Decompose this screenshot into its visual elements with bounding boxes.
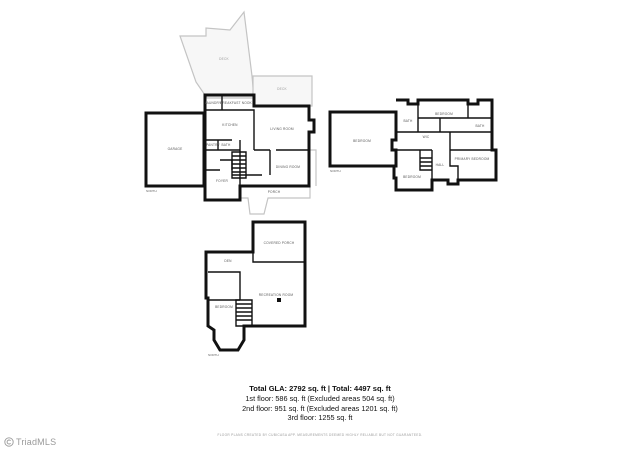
room-label-bedroom-bottom: BEDROOM: [403, 175, 421, 179]
walkway-outline: [204, 149, 317, 198]
room-label-bath-right: BATH: [475, 124, 485, 128]
mls-watermark: TriadMLS: [4, 437, 56, 447]
room-label-dining-room: DINING ROOM: [276, 165, 300, 169]
measurement-disclaimer: FLOOR PLANS CREATED BY CUBICASA APP. MEA…: [217, 433, 423, 437]
floor-1-plan: DECK DECK BREAKFAST NOOK KITCHEN LAUNDRY…: [144, 10, 317, 215]
floor-2-interior-walls: [396, 104, 493, 180]
second-floor-area: 2nd floor: 951 sq. ft (Excluded areas 12…: [242, 403, 398, 413]
floor-3-stairs: [235, 299, 253, 327]
floor-2-exterior-walls: [328, 98, 498, 192]
room-label-porch: PORCH: [268, 190, 281, 194]
floor-3-plan: COVERED PORCH DEN RECREATION ROOM BEDROO…: [204, 220, 307, 357]
area-summary: Total GLA: 2792 sq. ft | Total: 4497 sq.…: [0, 384, 640, 423]
room-label-deck: DECK: [277, 87, 287, 91]
floor-1-north-label: NORTH: [146, 189, 157, 193]
room-label-bath-top: BATH: [403, 119, 413, 123]
deck-outline: [252, 75, 313, 107]
room-label-laundry: LAUNDRY: [205, 101, 222, 105]
floor-3-north-label: NORTH: [208, 353, 219, 357]
room-label-recreation-room: RECREATION ROOM: [259, 293, 294, 297]
room-label-bedroom-top: BEDROOM: [435, 112, 453, 116]
room-label-wic: WIC: [423, 135, 430, 139]
total-area-line: Total GLA: 2792 sq. ft | Total: 4497 sq.…: [249, 384, 391, 393]
room-label-pantry: PANTRY: [206, 143, 221, 147]
floor-2-plan: BEDROOM BATH BEDROOM BATH WIC PRIMARY BE…: [328, 98, 498, 192]
room-label-family-room: DEN: [224, 259, 232, 263]
floor-plan-drawing: DECK DECK BREAKFAST NOOK KITCHEN LAUNDRY…: [144, 10, 498, 357]
floor-1-interior-walls: [205, 95, 309, 186]
room-label-foyer: FOYER: [216, 179, 228, 183]
floor-3-interior-walls: [208, 252, 305, 301]
copyright-icon: [4, 437, 14, 447]
room-label-bedroom-left: BEDROOM: [353, 139, 371, 143]
room-label-breakfast-nook: BREAKFAST NOOK: [220, 101, 252, 105]
room-label-half-bath: BATH: [221, 143, 231, 147]
room-label-hall: HALL: [436, 163, 445, 167]
room-label-garage: GARAGE: [168, 147, 183, 151]
first-floor-area: 1st floor: 586 sq. ft (Excluded areas 50…: [245, 394, 395, 403]
floor-1-stairs: [231, 151, 247, 179]
floor-3-fixture-marker: [277, 298, 281, 302]
room-label-primary-bedroom: PRIMARY BEDROOM: [455, 157, 490, 161]
third-floor-area: 3rd floor: 1255 sq. ft: [287, 413, 353, 423]
floor-2-north-label: NORTH: [330, 169, 341, 173]
watermark-text: TriadMLS: [16, 437, 57, 447]
room-label-deck-upper: DECK: [219, 57, 229, 61]
room-label-kitchen: KITCHEN: [222, 123, 238, 127]
floor-2-stair-opening: [420, 157, 432, 167]
floor-3-exterior-walls: [204, 220, 307, 352]
house-exterior-walls: [203, 93, 316, 202]
room-label-bedroom: BEDROOM: [215, 305, 233, 309]
porch-outline: [239, 185, 311, 215]
room-label-living-room: LIVING ROOM: [270, 127, 294, 131]
deck-upper-outline: [179, 10, 255, 99]
room-label-covered-porch: COVERED PORCH: [264, 241, 295, 245]
